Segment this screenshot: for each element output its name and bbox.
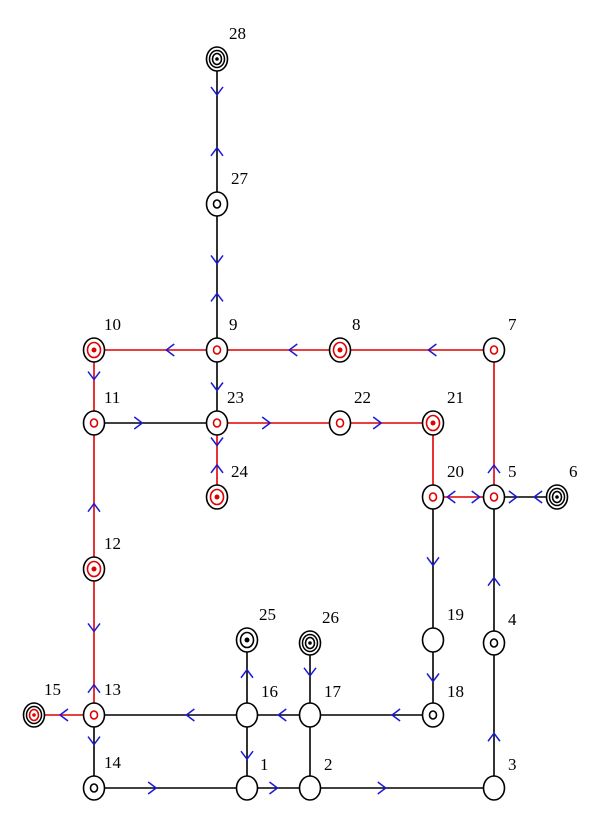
node-label-9: 9 bbox=[229, 315, 238, 334]
node-label-28: 28 bbox=[229, 24, 246, 43]
nodes-layer bbox=[22, 46, 569, 801]
node-label-6: 6 bbox=[569, 462, 578, 481]
flow-arrow-3-4-0 bbox=[487, 732, 501, 742]
flow-arrow-16-13-0 bbox=[185, 708, 195, 722]
node-1 bbox=[235, 775, 259, 801]
node-25 bbox=[235, 627, 259, 653]
node-19 bbox=[421, 627, 445, 653]
node-label-22: 22 bbox=[354, 388, 371, 407]
flow-arrow-18-17-0 bbox=[390, 708, 401, 722]
node-13 bbox=[82, 702, 106, 728]
flow-arrow-11-12-0 bbox=[87, 502, 101, 513]
flow-arrow-27-9-0 bbox=[210, 255, 224, 265]
flow-arrow-14-1-0 bbox=[147, 781, 158, 795]
flow-arrow-2-3-0 bbox=[377, 781, 388, 795]
flow-arrow-22-21-0 bbox=[372, 416, 383, 430]
flow-arrow-23-24-0 bbox=[210, 437, 224, 447]
node-3 bbox=[482, 775, 506, 801]
arrows-layer bbox=[58, 86, 543, 795]
node-10 bbox=[82, 337, 106, 363]
flow-arrow-4-5-0 bbox=[487, 576, 501, 587]
flow-arrow-28-27-1 bbox=[210, 146, 224, 157]
node-label-3: 3 bbox=[508, 755, 517, 774]
node-label-13: 13 bbox=[104, 680, 121, 699]
node-label-23: 23 bbox=[227, 388, 244, 407]
node-24 bbox=[205, 484, 229, 510]
flow-arrow-1-2-0 bbox=[269, 781, 279, 795]
flow-arrow-15-13-0 bbox=[58, 708, 69, 722]
flow-arrow-10-11-0 bbox=[87, 371, 101, 381]
node-2 bbox=[298, 775, 322, 801]
node-label-21: 21 bbox=[447, 388, 464, 407]
flow-arrow-16-1-0 bbox=[240, 750, 254, 761]
flow-arrow-23-24-1 bbox=[210, 463, 224, 474]
flow-arrow-8-9-0 bbox=[288, 343, 298, 357]
flow-arrow-26-17-0 bbox=[303, 667, 317, 678]
flow-arrow-20-19-0 bbox=[426, 556, 440, 567]
node-label-10: 10 bbox=[104, 315, 121, 334]
node-label-16: 16 bbox=[261, 682, 278, 701]
node-27 bbox=[205, 191, 229, 217]
node-26 bbox=[298, 630, 322, 656]
node-label-12: 12 bbox=[104, 534, 121, 553]
node-label-19: 19 bbox=[447, 605, 464, 624]
node-label-25: 25 bbox=[259, 605, 276, 624]
node-label-18: 18 bbox=[447, 682, 464, 701]
node-6 bbox=[545, 484, 569, 510]
node-label-1: 1 bbox=[260, 755, 269, 774]
node-23 bbox=[205, 410, 229, 436]
flow-arrow-12-13-1 bbox=[87, 683, 101, 694]
node-label-15: 15 bbox=[44, 680, 61, 699]
edges-layer bbox=[34, 59, 557, 789]
node-21 bbox=[421, 410, 445, 436]
node-16 bbox=[235, 702, 259, 728]
flow-arrow-7-8-0 bbox=[427, 343, 437, 357]
flow-arrow-5-6-0 bbox=[508, 490, 519, 504]
flow-arrow-5-6-1 bbox=[532, 490, 543, 504]
node-label-26: 26 bbox=[322, 608, 339, 627]
flow-arrow-7-5-0 bbox=[487, 463, 501, 474]
node-11 bbox=[82, 410, 106, 436]
flow-arrow-19-18-0 bbox=[426, 673, 440, 683]
node-17 bbox=[298, 702, 322, 728]
node-label-11: 11 bbox=[104, 388, 120, 407]
node-14 bbox=[82, 775, 106, 801]
node-12 bbox=[82, 556, 106, 582]
flow-arrow-9-10-0 bbox=[165, 343, 175, 357]
node-5 bbox=[482, 484, 506, 510]
node-label-27: 27 bbox=[231, 169, 249, 188]
node-15 bbox=[22, 702, 46, 728]
node-7 bbox=[482, 337, 506, 363]
flow-arrow-17-16-0 bbox=[277, 708, 287, 722]
flow-arrow-9-23-0 bbox=[210, 382, 224, 392]
node-9 bbox=[205, 337, 229, 363]
flow-arrow-23-22-0 bbox=[261, 416, 272, 430]
node-20 bbox=[421, 484, 445, 510]
flow-arrow-28-27-0 bbox=[210, 86, 224, 97]
flow-arrow-27-9-1 bbox=[210, 292, 224, 302]
node-label-14: 14 bbox=[104, 753, 122, 772]
node-label-17: 17 bbox=[324, 682, 342, 701]
node-28 bbox=[205, 46, 229, 72]
node-18 bbox=[421, 702, 445, 728]
node-4 bbox=[482, 630, 506, 656]
flow-arrow-11-23-0 bbox=[133, 416, 144, 430]
flow-arrow-13-14-0 bbox=[87, 736, 101, 746]
flow-arrow-20-5-0 bbox=[446, 490, 456, 504]
node-22 bbox=[328, 410, 352, 436]
node-label-7: 7 bbox=[508, 315, 517, 334]
flow-arrow-20-5-1 bbox=[471, 490, 481, 504]
flow-arrow-25-16-0 bbox=[240, 668, 254, 679]
node-label-2: 2 bbox=[324, 755, 333, 774]
node-label-5: 5 bbox=[508, 462, 517, 481]
flow-arrow-12-13-0 bbox=[87, 622, 101, 633]
node-8 bbox=[328, 337, 352, 363]
node-label-24: 24 bbox=[231, 462, 249, 481]
node-label-8: 8 bbox=[352, 315, 361, 334]
node-label-4: 4 bbox=[508, 610, 517, 629]
node-label-20: 20 bbox=[447, 462, 464, 481]
